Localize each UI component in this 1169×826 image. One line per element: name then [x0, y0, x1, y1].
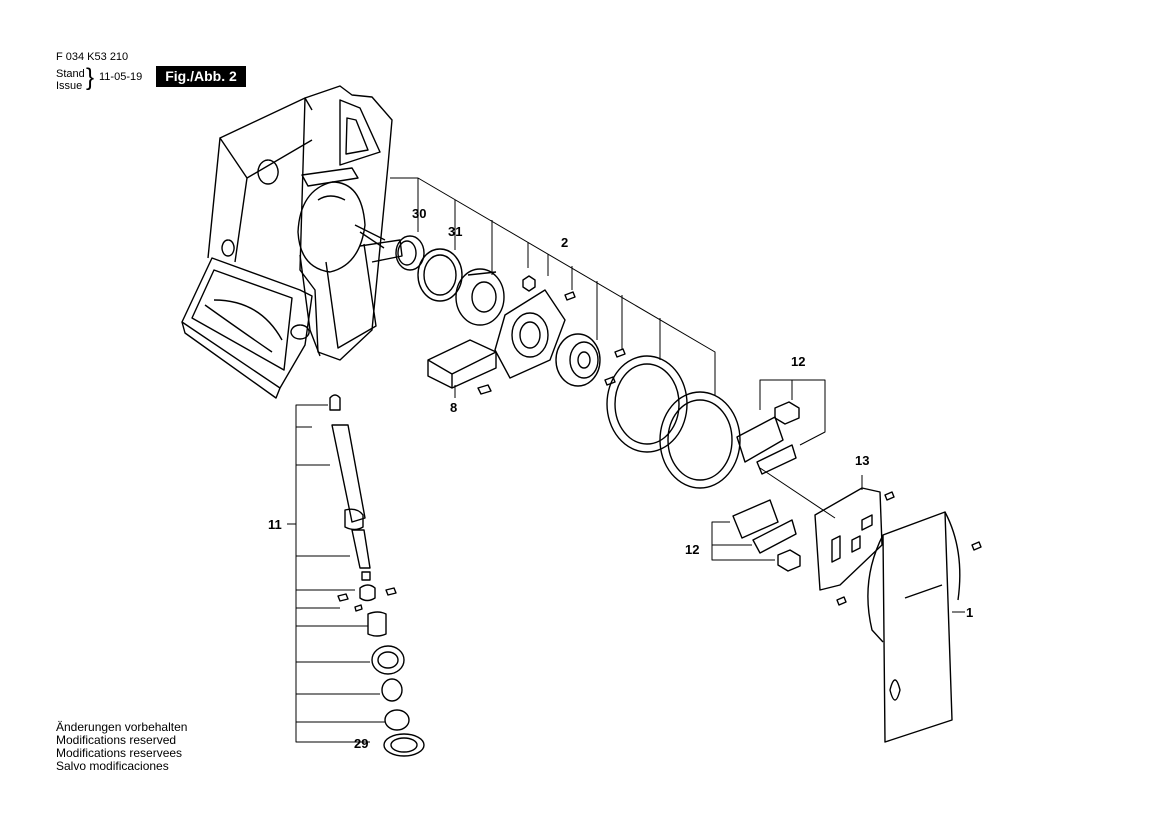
part-brackets-12-top	[736, 401, 800, 475]
note-de: Änderungen vorbehalten	[56, 720, 188, 734]
callout-11: 11	[268, 517, 282, 532]
issue-label: Issue	[56, 80, 83, 92]
brace-glyph: }	[86, 64, 95, 91]
part-circuit-board-13	[814, 475, 895, 606]
callout-8: 8	[450, 400, 457, 415]
callout-30: 30	[412, 206, 426, 221]
part-disc-outer	[659, 391, 741, 489]
callout-13: 13	[855, 453, 869, 468]
part-ring-30	[395, 235, 425, 271]
part-box-8	[427, 339, 497, 398]
callout-2: 2	[561, 235, 568, 250]
callout-12-top: 12	[791, 354, 805, 369]
instrument-housing	[181, 85, 403, 399]
note-fr: Modifications reservees	[56, 746, 183, 760]
part-flange	[455, 268, 505, 326]
part-screws	[477, 291, 626, 395]
part-axis-shaft-11	[329, 394, 425, 757]
part-hub	[555, 333, 601, 387]
part-disc-large	[606, 355, 688, 453]
leader-lines-main	[390, 177, 716, 395]
part-cover-1	[867, 511, 982, 743]
part-brackets-12-bottom	[732, 499, 801, 572]
issue-date: 11-05-19	[99, 71, 143, 83]
part-nut	[522, 275, 536, 292]
callout-1: 1	[966, 605, 973, 620]
leader-lines-12-bottom	[711, 521, 775, 561]
connector-line	[759, 467, 836, 519]
callout-31: 31	[448, 224, 462, 239]
callout-29: 29	[354, 736, 368, 751]
leader-bracket-11	[287, 404, 385, 743]
leader-lines-12-top	[759, 379, 826, 446]
stand-label: Stand	[56, 68, 85, 80]
part-encoder-plate	[494, 289, 566, 379]
figure-label: Fig./Abb. 2	[156, 66, 246, 87]
part-gasket-31	[417, 248, 463, 302]
callout-12-bottom: 12	[685, 542, 699, 557]
part-number: F 034 K53 210	[56, 51, 129, 63]
note-en: Modifications reserved	[56, 733, 177, 747]
note-es: Salvo modificaciones	[56, 759, 169, 773]
